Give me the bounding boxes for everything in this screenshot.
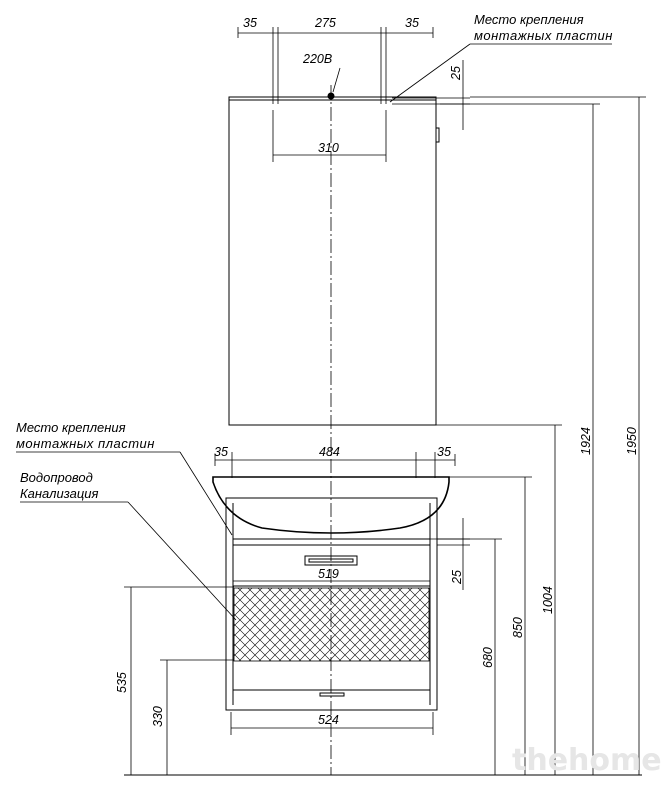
note-vanity-mount-line1: Место крепления <box>16 420 126 435</box>
mirror-cabinet <box>228 85 440 775</box>
dim-mirror-offset: 25 <box>449 66 463 81</box>
dim-h-850: 850 <box>511 617 525 638</box>
dim-h-1950: 1950 <box>625 427 639 455</box>
power-label: 220В <box>302 52 332 66</box>
mirror-top-dimensions: 35 275 35 310 220В 25 <box>237 16 612 162</box>
dim-vanity-left: 35 <box>214 445 228 459</box>
note-vanity-mount-line2: монтажных пластин <box>16 436 155 451</box>
plumbing-area <box>233 587 430 662</box>
dim-mirror-mid: 275 <box>314 16 336 30</box>
dim-vanity-offset: 25 <box>450 570 464 585</box>
dim-h-535: 535 <box>115 672 129 693</box>
dim-vanity-mid: 484 <box>319 445 340 459</box>
dim-mirror-right: 35 <box>405 16 419 30</box>
note-water-line2: Канализация <box>20 486 98 501</box>
watermark: thehome <box>512 743 662 778</box>
vanity-unit <box>212 476 450 711</box>
dim-base-width: 524 <box>318 713 339 727</box>
dim-h-1004: 1004 <box>541 586 555 614</box>
dim-h-330: 330 <box>151 706 165 727</box>
dim-mirror-left: 35 <box>243 16 257 30</box>
height-dimensions: 535 330 680 850 1004 1924 1950 <box>115 96 646 776</box>
dim-h-680: 680 <box>481 647 495 668</box>
vanity-top-dimensions: 35 484 35 519 25 524 <box>214 445 470 735</box>
note-mirror-mount-line2: монтажных пластин <box>474 28 613 43</box>
dim-vanity-inner: 519 <box>318 567 339 581</box>
dim-mirror-inner: 310 <box>318 141 339 155</box>
note-water-line1: Водопровод <box>20 470 93 485</box>
dim-vanity-right: 35 <box>437 445 451 459</box>
dim-h-1924: 1924 <box>579 427 593 455</box>
note-mirror-mount-line1: Место крепления <box>474 12 584 27</box>
